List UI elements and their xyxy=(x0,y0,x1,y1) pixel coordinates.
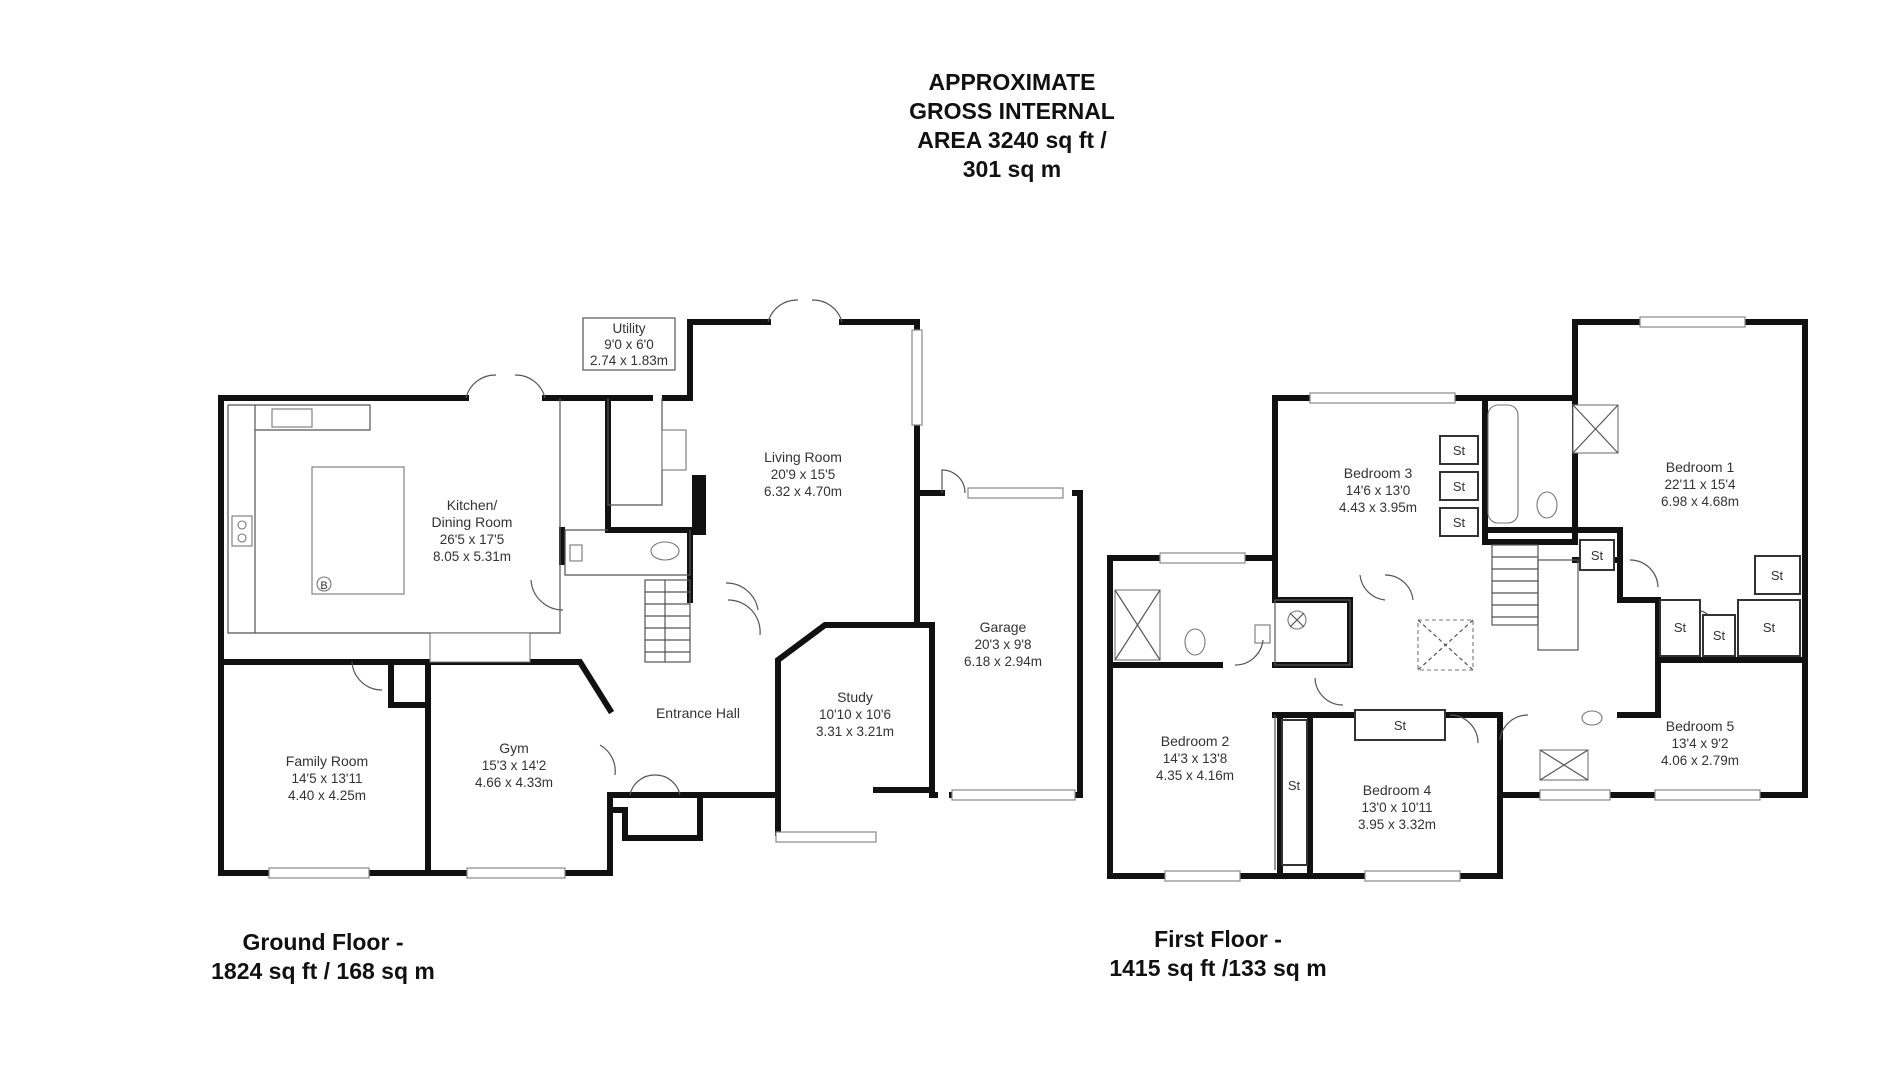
study-imperial: 10'10 x 10'6 xyxy=(819,707,891,722)
living-imperial: 20'9 x 15'5 xyxy=(771,467,835,482)
bedroom-3-metric: 4.43 x 3.95m xyxy=(1339,500,1417,515)
storage-label: St xyxy=(1674,620,1687,635)
room-garage: Garage 20'3 x 9'8 6.18 x 2.94m xyxy=(964,619,1042,669)
bedroom-5-name: Bedroom 5 xyxy=(1666,718,1735,734)
garage-imperial: 20'3 x 9'8 xyxy=(975,637,1032,652)
first-floor-storage: St St St St St St St St St St xyxy=(1281,435,1801,866)
ground-floor-label: Ground Floor - 1824 sq ft / 168 sq m xyxy=(211,929,435,984)
first-floor-label: First Floor - 1415 sq ft /133 sq m xyxy=(1109,926,1326,981)
storage-label: St xyxy=(1763,620,1776,635)
bedroom-3-name: Bedroom 3 xyxy=(1344,465,1413,481)
room-utility: Utility 9'0 x 6'0 2.74 x 1.83m xyxy=(590,321,668,368)
kitchen-name-line-1: Kitchen/ xyxy=(447,497,498,513)
study-name: Study xyxy=(837,689,873,705)
utility-metric: 2.74 x 1.83m xyxy=(590,353,668,368)
kitchen-metric: 8.05 x 5.31m xyxy=(433,549,511,564)
gym-metric: 4.66 x 4.33m xyxy=(475,775,553,790)
storage-label: St xyxy=(1771,568,1784,583)
first-floor-label-line-2: 1415 sq ft /133 sq m xyxy=(1109,955,1326,981)
garage-metric: 6.18 x 2.94m xyxy=(964,654,1042,669)
room-study: Study 10'10 x 10'6 3.31 x 3.21m xyxy=(816,689,894,739)
room-gym: Gym 15'3 x 14'2 4.66 x 4.33m xyxy=(475,740,553,790)
kitchen-imperial: 26'5 x 17'5 xyxy=(440,532,504,547)
bedroom-4-metric: 3.95 x 3.32m xyxy=(1358,817,1436,832)
storage-label: St xyxy=(1453,443,1466,458)
title-line-3: AREA 3240 sq ft / xyxy=(917,127,1107,153)
area-title: APPROXIMATE GROSS INTERNAL AREA 3240 sq … xyxy=(909,69,1115,182)
storage-label: St xyxy=(1591,548,1604,563)
study-metric: 3.31 x 3.21m xyxy=(816,724,894,739)
title-line-2: GROSS INTERNAL xyxy=(909,98,1115,124)
bedroom-3-imperial: 14'6 x 13'0 xyxy=(1346,483,1410,498)
entrance-hall-name: Entrance Hall xyxy=(656,705,740,721)
room-kitchen-dining: Kitchen/ Dining Room 26'5 x 17'5 8.05 x … xyxy=(432,497,513,564)
bedroom-1-imperial: 22'11 x 15'4 xyxy=(1665,477,1736,492)
family-imperial: 14'5 x 13'11 xyxy=(292,771,363,786)
room-bedroom-1: Bedroom 1 22'11 x 15'4 6.98 x 4.68m xyxy=(1661,459,1739,509)
storage-label: St xyxy=(1288,778,1301,793)
living-metric: 6.32 x 4.70m xyxy=(764,484,842,499)
ground-floor-label-line-1: Ground Floor - xyxy=(243,929,404,955)
bedroom-4-imperial: 13'0 x 10'11 xyxy=(1362,800,1433,815)
family-name: Family Room xyxy=(286,753,368,769)
bedroom-4-name: Bedroom 4 xyxy=(1363,782,1432,798)
room-family: Family Room 14'5 x 13'11 4.40 x 4.25m xyxy=(286,753,368,803)
room-bedroom-3: Bedroom 3 14'6 x 13'0 4.43 x 3.95m xyxy=(1339,465,1417,515)
ground-stairs xyxy=(644,579,691,663)
storage-label: St xyxy=(1453,479,1466,494)
ground-floor-walls xyxy=(218,319,1083,876)
bedroom-5-imperial: 13'4 x 9'2 xyxy=(1672,736,1729,751)
room-entrance-hall: Entrance Hall xyxy=(656,705,740,721)
storage-label: St xyxy=(1713,628,1726,643)
ground-floor-label-line-2: 1824 sq ft / 168 sq m xyxy=(211,958,435,984)
first-floor-plan: St St St St St St St St St St Bedroom 3 … xyxy=(1107,316,1808,981)
bedroom-1-metric: 6.98 x 4.68m xyxy=(1661,494,1739,509)
utility-imperial: 9'0 x 6'0 xyxy=(604,337,653,352)
boiler-symbol: B xyxy=(320,580,327,592)
title-line-4: 301 sq m xyxy=(963,156,1061,182)
gym-imperial: 15'3 x 14'2 xyxy=(482,758,546,773)
family-metric: 4.40 x 4.25m xyxy=(288,788,366,803)
storage-label: St xyxy=(1453,515,1466,530)
gym-name: Gym xyxy=(499,740,529,756)
room-living: Living Room 20'9 x 15'5 6.32 x 4.70m xyxy=(764,449,842,499)
storage-label: St xyxy=(1394,718,1407,733)
room-bedroom-4: Bedroom 4 13'0 x 10'11 3.95 x 3.32m xyxy=(1358,782,1436,832)
first-floor-stairs xyxy=(1491,544,1579,651)
room-bedroom-2: Bedroom 2 14'3 x 13'8 4.35 x 4.16m xyxy=(1156,733,1234,783)
garage-name: Garage xyxy=(980,619,1027,635)
bedroom-2-imperial: 14'3 x 13'8 xyxy=(1163,751,1227,766)
room-bedroom-5: Bedroom 5 13'4 x 9'2 4.06 x 2.79m xyxy=(1661,718,1739,768)
first-floor-label-line-1: First Floor - xyxy=(1154,926,1282,952)
ground-floor-interior: B xyxy=(227,299,1076,879)
bedroom-2-name: Bedroom 2 xyxy=(1161,733,1230,749)
bedroom-1-name: Bedroom 1 xyxy=(1666,459,1735,475)
kitchen-name-line-2: Dining Room xyxy=(432,514,513,530)
ground-floor-plan: B xyxy=(211,299,1083,984)
utility-name: Utility xyxy=(613,321,646,336)
bedroom-5-metric: 4.06 x 2.79m xyxy=(1661,753,1739,768)
title-line-1: APPROXIMATE xyxy=(929,69,1096,95)
living-name: Living Room xyxy=(764,449,842,465)
bedroom-2-metric: 4.35 x 4.16m xyxy=(1156,768,1234,783)
